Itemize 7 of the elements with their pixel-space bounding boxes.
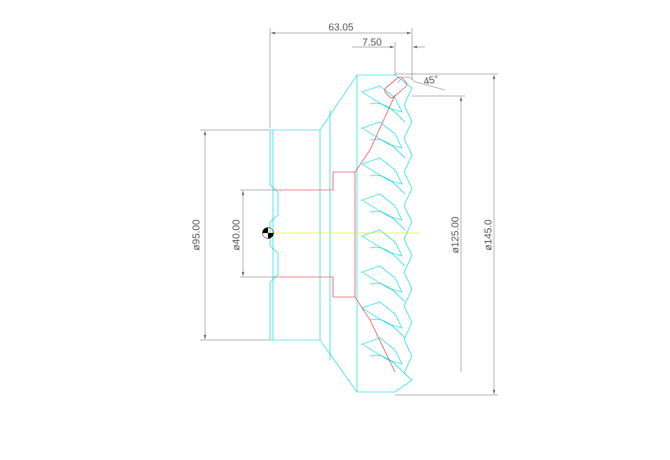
dimension-label: 7.50 [362,38,382,46]
dimension-label: ø125.00 [451,217,459,254]
dimension-label: 45° [424,75,438,84]
dimension-label: ø95.00 [192,220,200,250]
dimension-label: ø40.00 [232,220,240,250]
dimension-label: ø145.0 [484,220,492,250]
dimension-label: 63.05 [329,23,354,31]
